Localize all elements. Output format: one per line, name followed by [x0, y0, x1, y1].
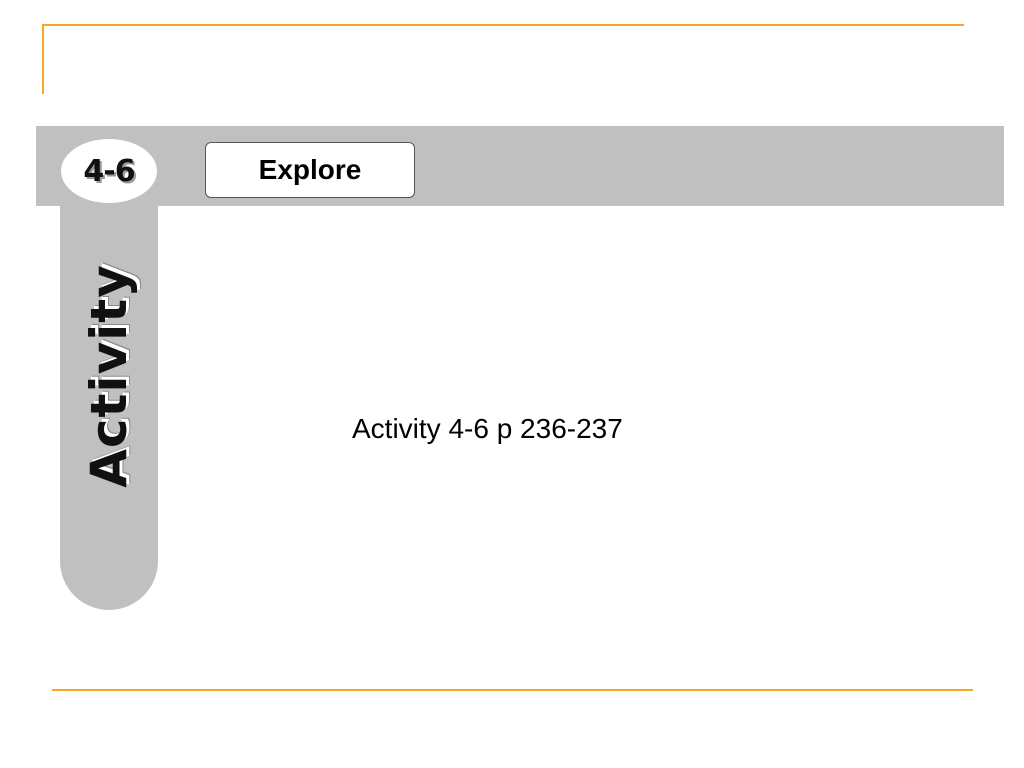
top-rule-line [43, 24, 964, 26]
explore-label: Explore [258, 154, 362, 185]
header-banner [36, 126, 1004, 206]
bottom-rule-line [52, 689, 973, 691]
side-bar [60, 150, 158, 610]
activity-reference-text: Activity 4-6 p 236-237 [352, 413, 623, 444]
lesson-badge: 4-6 [61, 139, 157, 203]
activity-vertical-label: Activity [80, 264, 138, 488]
explore-label-box: Explore [205, 142, 415, 198]
lesson-number: 4-6 [83, 153, 135, 189]
left-rule-line [42, 24, 44, 94]
